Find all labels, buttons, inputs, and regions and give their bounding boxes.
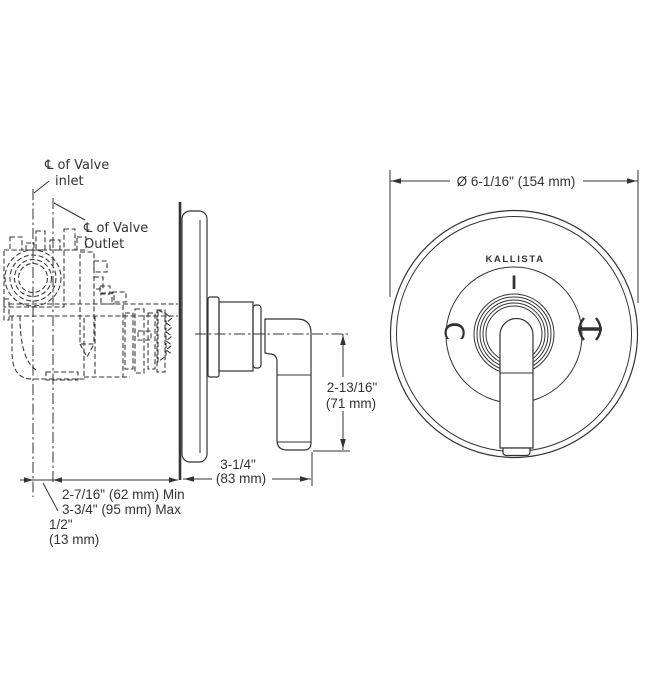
dim-plate-to-handle-mm-text: (83 mm) bbox=[216, 471, 266, 486]
front-view: C bbox=[389, 170, 639, 459]
side-view bbox=[3, 180, 386, 512]
handle-hub-profile bbox=[207, 296, 262, 378]
cl-outlet-label-line2: Outlet bbox=[84, 237, 124, 252]
dim-depth-max-text: 3-3/4" (95 mm) Max bbox=[62, 502, 181, 517]
trim-plate-outer-circle bbox=[389, 209, 639, 459]
dim-depth-min-text: 2-7/16" (62 mm) Min bbox=[62, 487, 185, 502]
dimension-plate-to-handle bbox=[183, 452, 313, 486]
cold-marking: C bbox=[438, 322, 469, 341]
dim-plate-to-handle-text: 3-1/4" bbox=[220, 457, 256, 472]
dim-offset-text: 1/2" bbox=[49, 517, 73, 532]
brand-logo-text: KALLISTA bbox=[485, 254, 544, 265]
text-labels: ℄ of Valve inlet ℄ of Valve Outlet 2-7/1… bbox=[44, 158, 575, 547]
inlet-leader-line bbox=[33, 180, 50, 194]
handle-front bbox=[499, 317, 534, 457]
dim-handle-drop-text: 2-13/16" bbox=[327, 380, 378, 395]
dim-offset-mm-text: (13 mm) bbox=[49, 532, 99, 547]
on-index-marking: I bbox=[511, 273, 516, 294]
dim-handle-drop-mm-text: (71 mm) bbox=[326, 396, 376, 411]
dim-diameter-text: Ø 6-1/16" (154 mm) bbox=[457, 174, 576, 189]
cold-marking-letter: C bbox=[438, 322, 469, 341]
dimension-depth-chain bbox=[20, 477, 178, 512]
hot-marking bbox=[578, 317, 602, 341]
outlet-leader-line bbox=[53, 202, 86, 221]
handle-profile bbox=[264, 318, 312, 451]
dimension-diameter bbox=[389, 170, 639, 303]
cl-outlet-label-line1: ℄ of Valve bbox=[83, 221, 148, 236]
valve-body-hidden-outline bbox=[3, 228, 178, 381]
dimension-handle-drop bbox=[313, 334, 386, 452]
trim-plate-profile bbox=[181, 210, 208, 463]
cl-inlet-label-line1: ℄ of Valve bbox=[44, 158, 109, 173]
cl-inlet-label-line2: inlet bbox=[55, 174, 84, 189]
